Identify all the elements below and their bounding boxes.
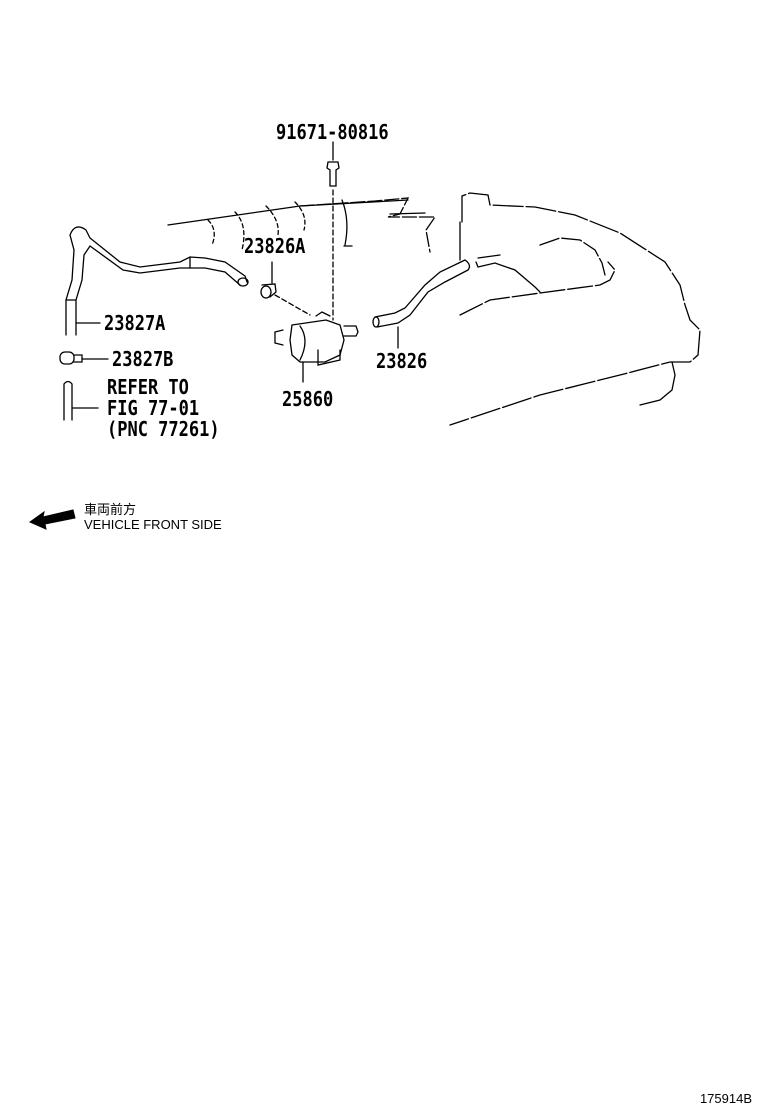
part-label-hose: 23826 — [376, 349, 428, 373]
arrow-left-icon — [28, 509, 76, 530]
engine-intake-outline — [167, 192, 701, 426]
reference-pipe-drawing — [63, 380, 73, 421]
valve-25860-drawing — [274, 311, 359, 366]
clamp-drawing — [260, 283, 277, 299]
reference-line-3: (PNC 77261) — [107, 417, 220, 441]
part-label-clamp: 23826A — [244, 234, 306, 258]
part-label-hose-a: 23827A — [104, 311, 166, 335]
leader-lines — [71, 141, 399, 409]
part-label-bolt: 91671-80816 — [276, 120, 389, 144]
figure-number: 175914B — [699, 1091, 752, 1106]
hose-23826-drawing — [372, 259, 471, 328]
orientation-english: VEHICLE FRONT SIDE — [84, 517, 222, 532]
hose-23827a-drawing — [65, 226, 249, 336]
bolt-drawing — [326, 161, 340, 187]
part-label-cap-b: 23827B — [112, 347, 174, 371]
cap-23827b-drawing — [59, 351, 83, 365]
reference-line-1: REFER TO — [107, 375, 189, 399]
part-label-valve: 25860 — [282, 387, 334, 411]
orientation-japanese: 車両前方 — [84, 502, 137, 517]
reference-line-2: FIG 77-01 — [107, 396, 200, 420]
